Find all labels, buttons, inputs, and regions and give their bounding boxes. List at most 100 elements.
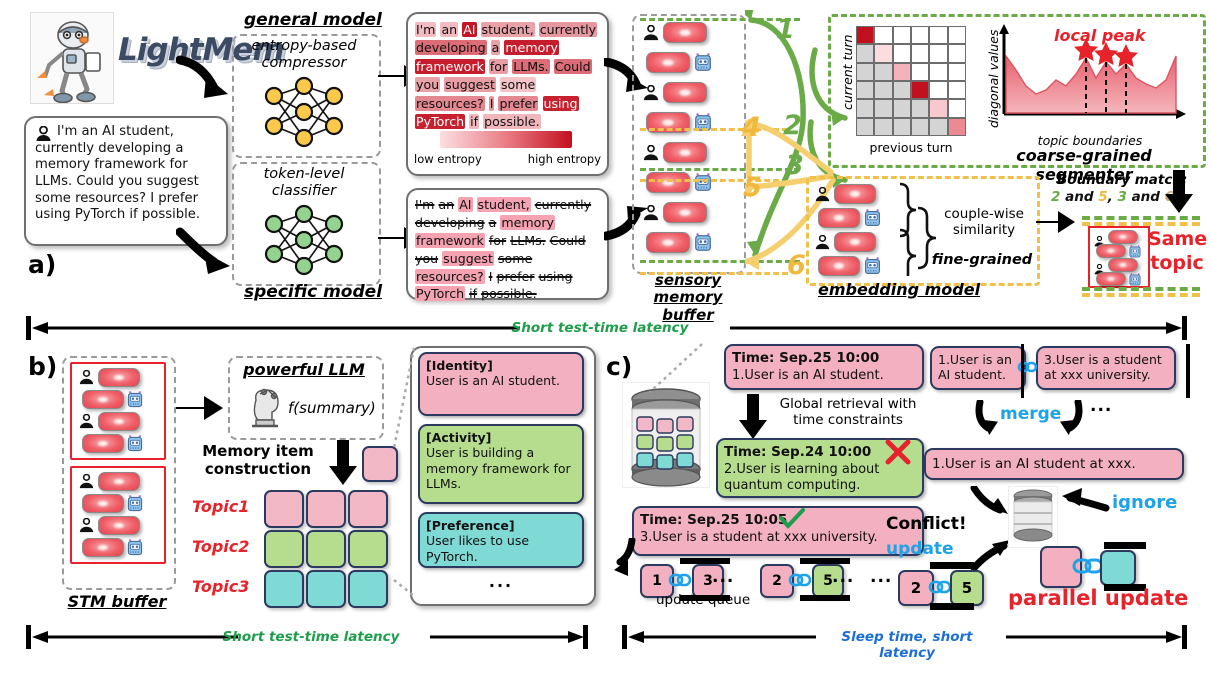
assistant-turn (1095, 272, 1142, 286)
heatmap-cell (911, 26, 930, 45)
bracket-group-icon (899, 182, 937, 276)
heatmap-cell (874, 117, 893, 136)
update-queue-label: update queue (656, 592, 751, 608)
dropped-token: I'm (415, 197, 435, 212)
conflict-label: Conflict! (886, 514, 967, 534)
user-turn (78, 516, 140, 535)
record-2-body: 2.User is learning about quantum computi… (724, 462, 880, 494)
parallel-update-label: parallel update (1008, 586, 1189, 610)
user-turn (78, 368, 140, 387)
check-mark-icon (779, 508, 805, 529)
heatmap-cell (892, 44, 911, 63)
heatmap-cell (947, 117, 966, 136)
record-card-3: Time: Sep.25 10:05 3.User is a student a… (632, 506, 924, 556)
memory-card-tag: [Identity] (426, 358, 493, 373)
user-turn (642, 202, 707, 223)
robot-icon (695, 172, 711, 191)
user-turn (642, 142, 707, 163)
flow-number-2: 2 (783, 110, 802, 141)
dropped-token: Could (549, 232, 586, 248)
user-turn (814, 184, 876, 204)
segment-guide-green-3 (640, 260, 800, 263)
topic-label: Topic1 (192, 497, 250, 516)
segment-guide-yellow-2 (640, 179, 788, 182)
same-topic-guide-bot-green (1082, 287, 1200, 291)
queue-ellipsis-1: ... (712, 567, 735, 587)
memory-pill (833, 232, 876, 252)
entropy-token: if (469, 113, 480, 129)
segmenter-xlabel: topic boundaries (1037, 133, 1143, 148)
dropped-token: for (488, 232, 507, 248)
entropy-token: LLMs. (512, 58, 550, 74)
record-3-body: 3.User is a student at xxx university. (640, 530, 878, 546)
kept-token: PyTorch (415, 286, 466, 302)
arrow-to-queue (614, 538, 636, 576)
queue-chain-icon (788, 571, 814, 589)
queue-ellipsis-3: ... (870, 567, 893, 587)
specific-model-label: specific model (244, 282, 383, 302)
neural-net-yellow-icon (264, 76, 344, 148)
topic-memory-item (306, 490, 346, 528)
heatmap-cell (874, 62, 893, 81)
merge-label: merge (1000, 404, 1062, 424)
merge-arrows (975, 400, 1083, 436)
latency-top-label: Short test-time latency (511, 320, 689, 336)
latency-top-cap-right (1182, 316, 1187, 340)
ignore-label: ignore (1112, 492, 1178, 513)
conflict-pair-botbar (930, 603, 974, 610)
same-topic-label: Same topic (1148, 228, 1208, 274)
latency-bl-arrow (32, 631, 584, 643)
arrow-update-to-db (970, 540, 1010, 572)
connector-dotted-c (649, 343, 703, 393)
heatmap-cell (947, 99, 966, 118)
entropy-token: a (490, 40, 501, 56)
record-card-2: Time: Sep.24 10:00 2.User is learning ab… (716, 438, 924, 498)
heatmap-cell (947, 81, 966, 100)
record-2-time: Time: Sep.24 10:00 (724, 444, 872, 460)
dropped-token: a (488, 214, 497, 230)
flow-curves (745, 10, 848, 270)
flow-number-3: 3 (785, 150, 804, 181)
latency-br-cap-right (1182, 625, 1187, 649)
memory-pill (81, 390, 124, 409)
memory-card-tag: [Activity] (426, 430, 492, 445)
arrow-entropy-to-buffer (604, 58, 648, 92)
entropy-legend-low: low entropy (414, 152, 482, 166)
robot-icon (128, 390, 143, 407)
entropy-gradient-bar (440, 131, 572, 148)
latency-top-arrow (32, 322, 1182, 334)
stm-buffer-box (62, 356, 176, 590)
conflict-pair-b: 5 (950, 570, 984, 606)
heatmap-cell (947, 62, 966, 81)
segmenter-area-chart (999, 24, 1186, 119)
heatmap-cell (929, 81, 948, 100)
embedding-model-box (806, 176, 1040, 286)
kept-token: memory (500, 214, 555, 230)
flow-number-6: 6 (787, 250, 806, 281)
assistant-turn (1095, 244, 1142, 258)
kept-token: suggest (442, 250, 494, 266)
same-topic-guide-top-yellow (1082, 222, 1200, 226)
user-turn (1093, 258, 1139, 274)
heatmap-cell (892, 26, 911, 45)
arrow-down-boundary (1165, 170, 1193, 213)
heatmap-cell (874, 26, 893, 45)
memory-pill (1108, 258, 1139, 272)
user-query-bubble: I'm an AI student, currently developing … (24, 116, 228, 246)
entropy-token: AI (462, 22, 477, 37)
queue-bar-bottom (680, 595, 730, 601)
memory-card-body: User is building a memory framework for … (426, 445, 571, 491)
topic-memory-item (264, 490, 304, 528)
record-1-body: 1.User is an AI student. (732, 368, 884, 384)
dropped-token: possible. (481, 286, 537, 302)
dropped-token: you (415, 250, 439, 266)
topic-memory-item (348, 530, 388, 568)
user-turn (1093, 230, 1139, 246)
heatmap-cell (929, 44, 948, 63)
topic-memory-item (264, 570, 304, 608)
stm-group-1-box (70, 362, 166, 460)
